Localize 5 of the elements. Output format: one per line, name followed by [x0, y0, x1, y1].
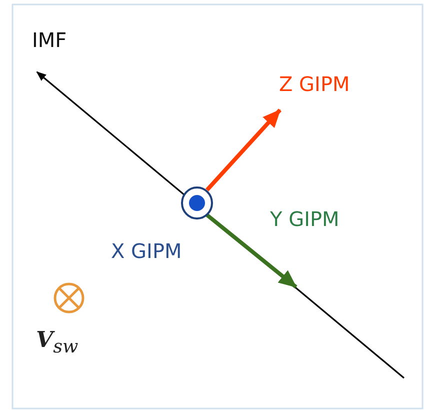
axis-label: X GIPM: [111, 241, 182, 261]
axis-label: IMF: [32, 30, 67, 50]
velocity-label: V$_{sw}$: [36, 329, 78, 357]
axis-label: Y GIPM: [270, 209, 340, 229]
axis-label: Z GIPM: [279, 74, 350, 94]
